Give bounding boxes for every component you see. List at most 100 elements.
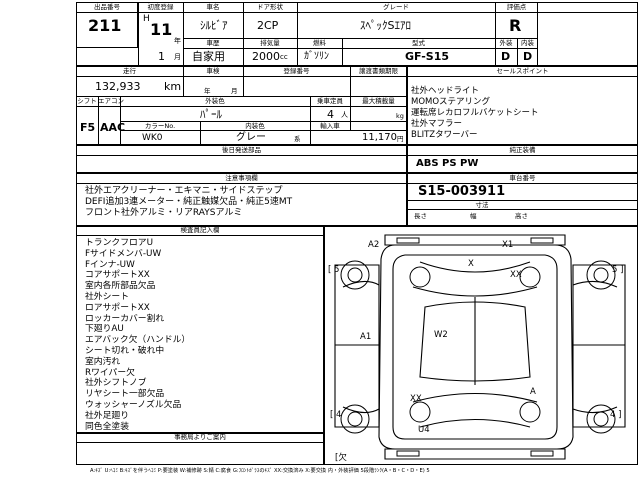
- inspector-item: 社外足廻り: [85, 410, 129, 421]
- report-box: [76, 433, 324, 465]
- use-label: 車歴: [206, 39, 220, 47]
- grade-label: グレード: [383, 3, 409, 11]
- damage-mark-a: A: [530, 387, 536, 397]
- load-label: 最大積載量: [362, 97, 395, 105]
- inspector-item: リヤシート一部欠品: [85, 389, 165, 400]
- mileage-label: 走行: [123, 67, 136, 75]
- inspector-item: 室内各所部品欠品: [85, 281, 156, 292]
- note-line: DEFI追加3連メーター・純正触媒欠品・純正5速MT: [85, 197, 293, 207]
- use-type: 自家用: [192, 50, 225, 63]
- first-reg-label: 初度登録: [147, 3, 174, 11]
- model-code: GF-S15: [405, 50, 449, 63]
- ac-label: エアコン: [98, 97, 124, 105]
- sales-point-item: 運転席レカロフルバケットシート: [411, 108, 539, 118]
- dim-height: 高さ: [515, 212, 528, 220]
- registration-label: 登録番号: [283, 67, 310, 75]
- year-unit: 年: [174, 37, 181, 45]
- import-label: 輸入車: [320, 122, 340, 130]
- parts-frame: [76, 145, 407, 173]
- sales-point-item: 社外ヘッドライト: [411, 86, 480, 96]
- inspector-item: Fインナ-UW: [85, 259, 135, 270]
- inspector-item: Fサイドメンバ-UW: [85, 248, 162, 259]
- transfer-label: 譲渡書類期限: [359, 67, 398, 75]
- color-label: 外装色: [205, 97, 225, 105]
- inspector-title: 検査員記入欄: [180, 226, 220, 234]
- damage-mark-a2: A2: [368, 240, 380, 250]
- interior-label: 内装: [521, 39, 534, 47]
- model-label: 型式: [412, 39, 425, 47]
- exterior-label: 外装: [499, 39, 513, 47]
- recycle-fee: 11,170: [362, 132, 397, 143]
- damage-mark-x1: X1: [502, 240, 514, 250]
- note-line: 社外エアクリーナー・エキマニ・サイドステップ: [85, 186, 283, 196]
- door-type: 2CP: [257, 19, 279, 32]
- sales-point-item: MOMOステアリング: [411, 97, 491, 107]
- damage-mark-left-4: [ 4: [330, 410, 342, 420]
- door-label: ドア形状: [257, 3, 283, 11]
- ac: AAC: [100, 121, 126, 134]
- displacement: 2000: [252, 50, 280, 63]
- equipment-value: ABS PS PW: [416, 158, 479, 169]
- note-line: フロント社外アルミ・リアRAYSアルミ: [85, 208, 243, 218]
- inspector-list: トランクフロアU Fサイドメンバ-UW Fインナ-UW コアサポートXX 室内各…: [85, 238, 190, 432]
- parts-label: 後日発送部品: [222, 146, 261, 154]
- mileage: 132,933: [95, 80, 141, 93]
- shift-label: シフト: [77, 97, 97, 105]
- car-name: ｼﾙﾋﾞｱ: [200, 19, 228, 32]
- exterior-grade: D: [501, 50, 511, 63]
- inspector-item: Rワイパー欠: [85, 367, 135, 378]
- color-no: WK0: [142, 133, 163, 143]
- damage-mark-missing: [欠: [335, 453, 347, 463]
- color: ﾊﾟｰﾙ: [200, 108, 222, 121]
- sales-point-title: セールスポイント: [496, 67, 549, 75]
- damage-mark-x: X: [468, 259, 474, 269]
- fuel-label: 燃料: [313, 39, 326, 47]
- mileage-unit: km: [164, 80, 182, 93]
- era: H: [143, 14, 150, 24]
- inspector-item: 社外シート: [85, 291, 129, 302]
- damage-mark-a1: A1: [360, 332, 372, 342]
- first-reg-year: 11: [150, 20, 173, 39]
- score-box: [495, 2, 538, 66]
- notes-box: [76, 173, 407, 226]
- equipment-box: [407, 145, 638, 173]
- inspector-item: 同色全塗装: [85, 421, 129, 432]
- sales-point-box: [407, 66, 638, 145]
- inspector-item: トランクフロアU: [85, 238, 154, 248]
- interior-grade: D: [523, 50, 533, 63]
- load-unit: kg: [396, 112, 404, 120]
- score: R: [509, 16, 522, 35]
- inspector-item: ロアサポートXX: [85, 302, 150, 313]
- lot-number-label: 出品番号: [94, 3, 120, 11]
- damage-mark-xx-right: XX: [510, 270, 522, 280]
- inspector-item: ロッカーカバー割れ: [85, 313, 165, 324]
- shift: F5: [80, 121, 96, 134]
- lot-number: 211: [88, 16, 122, 35]
- inspector-item: 室内汚れ: [85, 356, 121, 367]
- damage-mark-xx-rear: XX: [410, 394, 422, 404]
- inspector-item: エアバック欠（ハンドル）: [85, 335, 191, 346]
- interior-color-suffix: 系: [294, 135, 301, 143]
- interior-color-label: 内装色: [245, 122, 265, 130]
- grade: ｽﾍﾟｯｸSｴｱﾛ: [360, 19, 411, 32]
- damage-mark-w2: W2: [434, 330, 448, 340]
- inspector-item: コアサポートXX: [85, 270, 150, 281]
- dimension-label: 寸法: [475, 201, 489, 209]
- inspection-label: 車検: [206, 67, 220, 75]
- sales-point-item: BLITZタワーバー: [411, 130, 478, 140]
- month-unit: 月: [174, 53, 181, 61]
- dim-width: 幅: [470, 212, 477, 220]
- recycle-unit: 円: [397, 135, 404, 143]
- car-name-label: 車名: [206, 3, 220, 11]
- chassis-box: [407, 173, 638, 226]
- inspection-month-unit: 月: [231, 87, 238, 95]
- damage-mark-left-5: [ 5: [328, 265, 340, 275]
- inspector-item: シート切れ・破れ中: [85, 345, 165, 356]
- lot-number-box: [76, 2, 138, 48]
- score-label: 評価点: [506, 3, 527, 11]
- damage-mark-u4: U4: [418, 425, 430, 435]
- notes-list: 社外エアクリーナー・エキマニ・サイドステップ DEFI追加3連メーター・純正触媒…: [85, 186, 292, 219]
- report-title: 事務局よりご案内: [174, 433, 226, 441]
- legend: A:ｷｽﾞ U:ﾍｺﾐ B:ｷｽﾞを伴うﾍｺﾐ P:要塗装 W:補修跡 S:錆 …: [90, 468, 430, 474]
